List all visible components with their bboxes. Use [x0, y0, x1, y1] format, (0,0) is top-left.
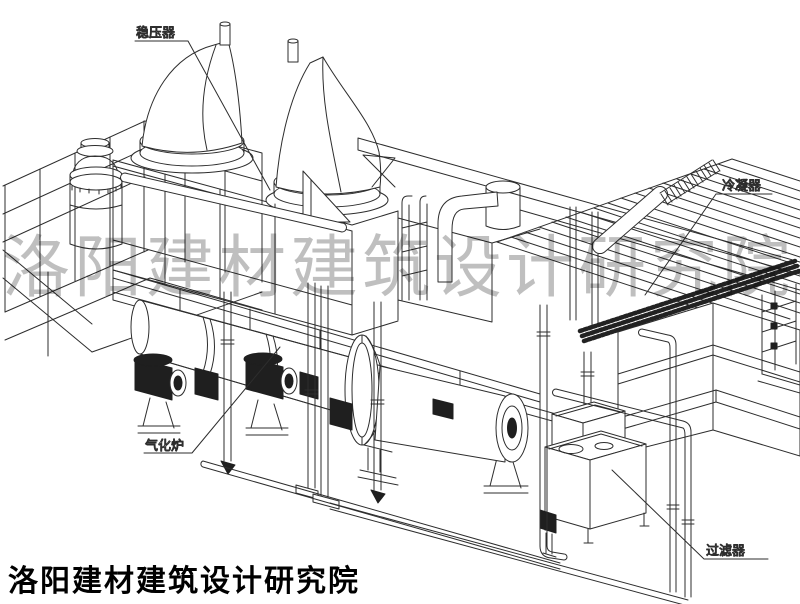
- condenser: [496, 158, 800, 344]
- piping: [200, 282, 695, 604]
- title-caption: 洛阳建材建筑设计研究院: [8, 565, 360, 598]
- left-hood-stub-pipe: [219, 23, 231, 46]
- right-hood-stub-pipe: [287, 40, 299, 63]
- drum-header: [485, 180, 521, 194]
- stabilizer-label: 稳压器: [136, 25, 175, 40]
- drive-motors: [133, 352, 353, 431]
- stabilizer-leader-line: [134, 40, 271, 191]
- condenser-leader-line: [644, 193, 773, 296]
- tube-return-bends: [577, 258, 800, 344]
- gasifier-label: 气化炉: [145, 438, 184, 453]
- elbow-pipe: [437, 191, 499, 283]
- rear-frame-duct: [357, 137, 800, 326]
- condenser-label: 冷凝器: [722, 178, 761, 193]
- filter-label: 过滤器: [706, 543, 745, 558]
- ribbed-tube: [659, 159, 721, 206]
- filter-leader-line: [611, 469, 769, 560]
- platform-railing: [2, 120, 263, 357]
- flanged-vessel: [69, 138, 123, 250]
- fan-inlet: [432, 398, 454, 420]
- callouts: 稳压器 冷凝器 气化炉 过滤器: [134, 25, 773, 560]
- gasifier-leader-line: [143, 346, 281, 454]
- stabilizer-tank: [112, 21, 399, 336]
- filter-box: [539, 351, 650, 558]
- ladder-frame: [757, 283, 800, 394]
- chassis-frame: [112, 269, 557, 494]
